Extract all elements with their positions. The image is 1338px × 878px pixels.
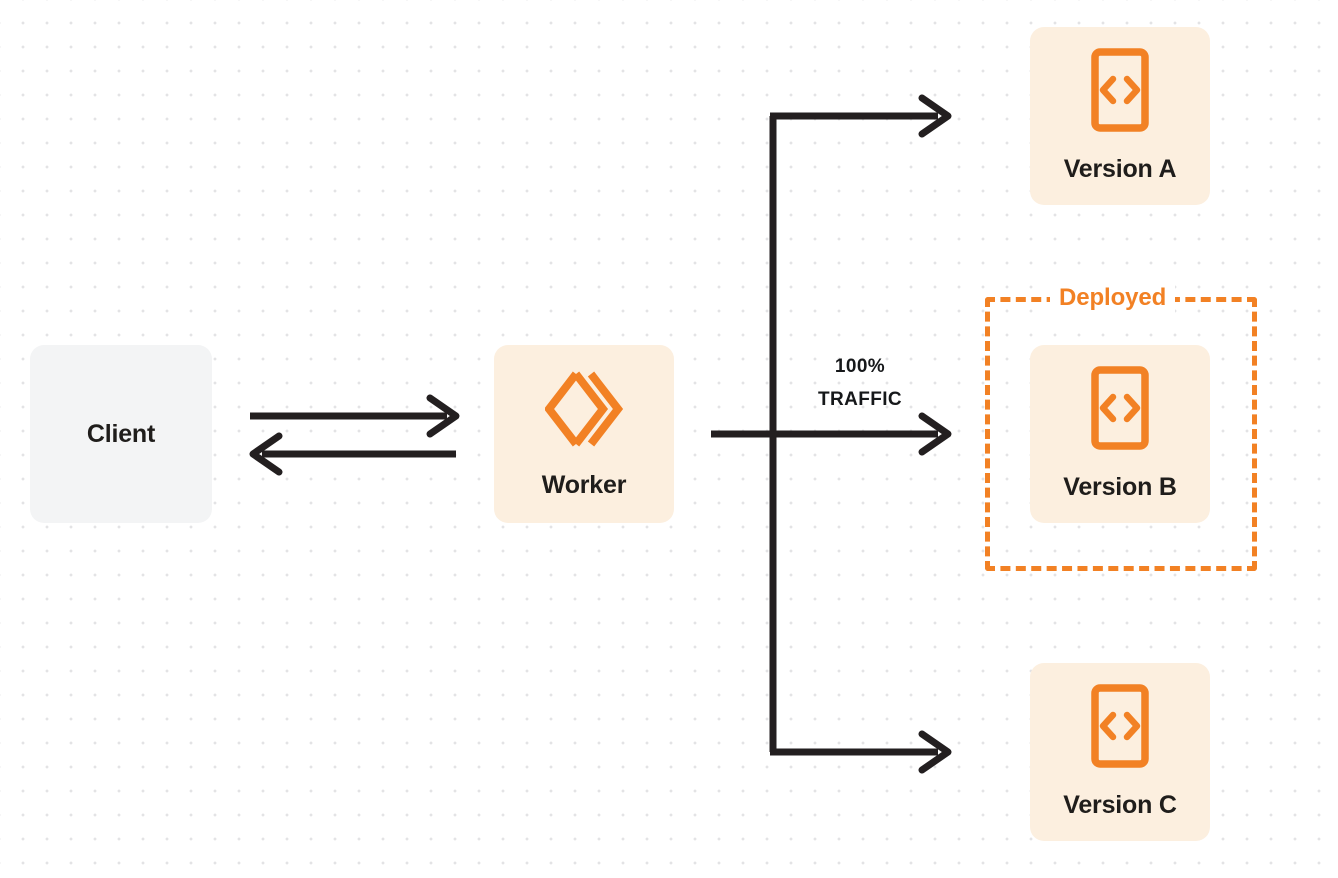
edge-branch-version-b <box>711 412 952 456</box>
edge-worker-to-client <box>249 432 456 476</box>
node-version-b-label: Version B <box>1063 473 1177 501</box>
edge-branch-version-c <box>770 730 952 774</box>
code-file-icon <box>1091 684 1149 773</box>
node-client-label: Client <box>86 419 156 448</box>
edge-client-to-worker <box>250 394 460 438</box>
traffic-unit: TRAFFIC <box>817 389 903 410</box>
traffic-label: 100% TRAFFIC <box>795 350 925 416</box>
code-file-icon <box>1091 48 1149 137</box>
cloudflare-workers-icon <box>543 368 624 455</box>
code-file-icon <box>1091 366 1149 455</box>
node-version-c[interactable]: Version C <box>1030 663 1210 841</box>
node-version-b[interactable]: Version B <box>1030 345 1210 523</box>
node-version-a-label: Version A <box>1063 155 1177 183</box>
deployed-group-label: Deployed <box>1050 283 1176 313</box>
node-version-a[interactable]: Version A <box>1030 27 1210 205</box>
node-worker[interactable]: Worker <box>494 345 674 523</box>
edge-branch-version-a <box>770 94 952 138</box>
node-version-c-label: Version C <box>1063 791 1177 819</box>
traffic-percent: 100% <box>834 356 886 377</box>
node-client[interactable]: Client <box>30 345 212 523</box>
node-worker-label: Worker <box>541 471 627 499</box>
